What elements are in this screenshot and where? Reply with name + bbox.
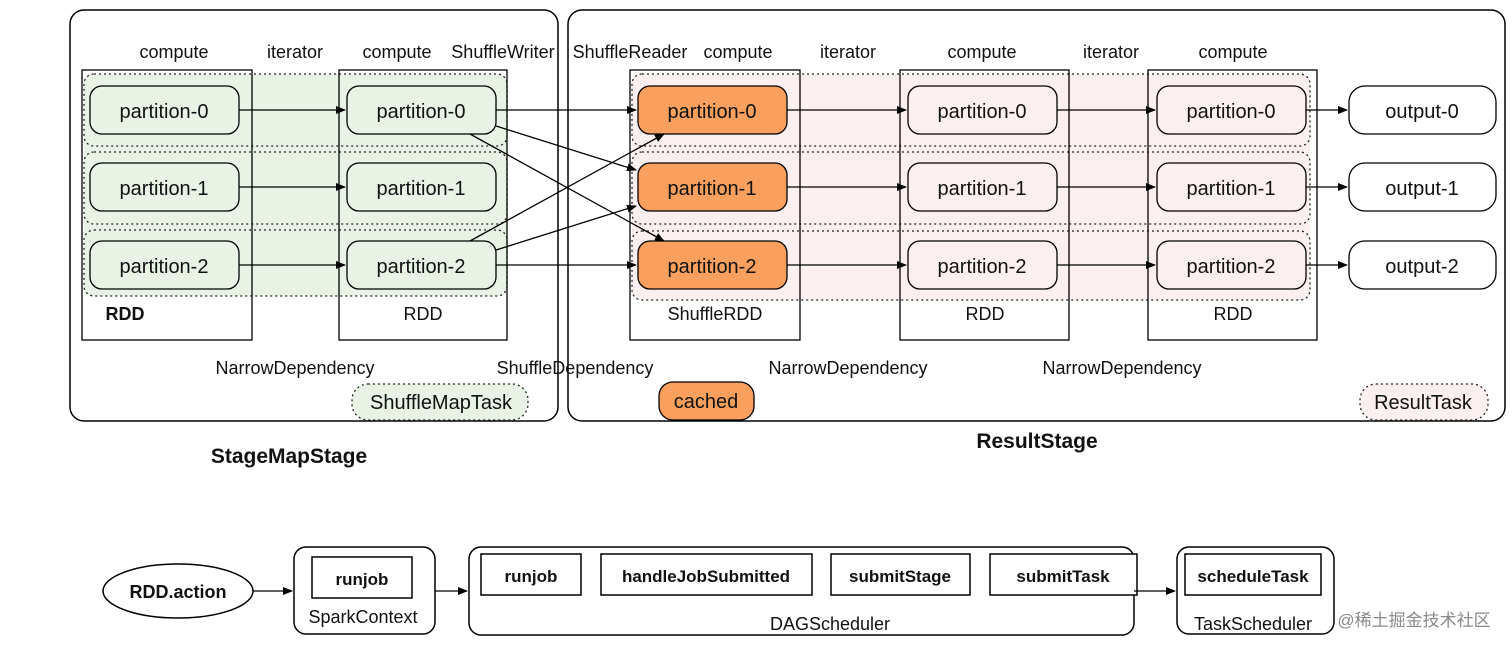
task-scheduler-schedule-task: scheduleTask bbox=[1197, 567, 1309, 586]
cached-badge: cached bbox=[658, 381, 755, 421]
row1-dotted-group bbox=[83, 151, 508, 225]
shuffle-dependency-label: ShuffleDependency bbox=[497, 358, 654, 378]
output-2: output-2 bbox=[1348, 240, 1497, 290]
shuffle-rdd-partition-0: partition-0 bbox=[637, 85, 788, 135]
narrow-dependency-1: NarrowDependency bbox=[215, 358, 374, 378]
rdd2-partition-2: partition-2 bbox=[346, 240, 497, 290]
result-row1-group bbox=[631, 151, 1311, 225]
dag-scheduler-label: DAGScheduler bbox=[770, 614, 890, 634]
rdd-action-node: RDD.action bbox=[102, 563, 254, 619]
stage-map-stage-box bbox=[69, 9, 559, 422]
rdd3-column bbox=[899, 69, 1070, 341]
svg-text:output-1: output-1 bbox=[1385, 178, 1458, 200]
svg-text:partition-1: partition-1 bbox=[1187, 178, 1276, 200]
svg-text:partition-0: partition-0 bbox=[1187, 101, 1276, 123]
dag-submit-task: submitTask bbox=[1016, 567, 1110, 586]
rdd3-partition-2: partition-2 bbox=[907, 240, 1058, 290]
task-scheduler-node: scheduleTask TaskScheduler bbox=[1176, 546, 1335, 635]
result-stage-box bbox=[567, 9, 1506, 422]
svg-text:partition-1: partition-1 bbox=[938, 178, 1027, 200]
task-scheduler-label: TaskScheduler bbox=[1194, 614, 1312, 634]
rdd4-partition-1: partition-1 bbox=[1156, 162, 1307, 212]
spark-context-label: SparkContext bbox=[308, 607, 417, 627]
svg-text:partition-1: partition-1 bbox=[120, 178, 209, 200]
col-label-compute-2: compute bbox=[362, 42, 431, 62]
svg-text:ShuffleMapTask: ShuffleMapTask bbox=[370, 392, 513, 414]
result-task-badge: ResultTask bbox=[1359, 383, 1489, 421]
col-label-iterator-1: iterator bbox=[267, 42, 323, 62]
rdd2-label: RDD bbox=[404, 304, 443, 324]
col-label-compute-3: compute bbox=[703, 42, 772, 62]
svg-text:output-0: output-0 bbox=[1385, 101, 1458, 123]
rdd2-partition-1: partition-1 bbox=[346, 162, 497, 212]
rdd1-partition-1: partition-1 bbox=[89, 162, 240, 212]
shuffle-rdd-partition-1: partition-1 bbox=[637, 162, 788, 212]
rdd4-column bbox=[1147, 69, 1318, 341]
svg-text:partition-2: partition-2 bbox=[1187, 256, 1276, 278]
shuffle-rdd-partition-2: partition-2 bbox=[637, 240, 788, 290]
svg-text:ResultTask: ResultTask bbox=[1374, 392, 1473, 414]
col-label-shuffle-writer: ShuffleWriter bbox=[451, 42, 554, 62]
svg-text:partition-2: partition-2 bbox=[668, 256, 757, 278]
output-0: output-0 bbox=[1348, 85, 1497, 135]
col-label-compute-4: compute bbox=[947, 42, 1016, 62]
rdd4-partition-2: partition-2 bbox=[1156, 240, 1307, 290]
stage-map-stage-title: StageMapStage bbox=[211, 445, 367, 468]
col-label-shuffle-reader: ShuffleReader bbox=[573, 42, 688, 62]
rdd3-partition-0: partition-0 bbox=[907, 85, 1058, 135]
svg-text:partition-0: partition-0 bbox=[668, 101, 757, 123]
rdd2-column bbox=[338, 69, 508, 341]
result-stage-title: ResultStage bbox=[976, 430, 1097, 453]
svg-text:partition-1: partition-1 bbox=[377, 178, 466, 200]
dag-submit-stage: submitStage bbox=[849, 567, 951, 586]
edge-shuffle-p0-p1 bbox=[495, 125, 637, 172]
spark-context-node: runjob SparkContext bbox=[293, 546, 436, 635]
rdd1-partition-0: partition-0 bbox=[89, 85, 240, 135]
col-label-compute-1: compute bbox=[139, 42, 208, 62]
svg-text:partition-2: partition-2 bbox=[938, 256, 1027, 278]
rdd4-partition-0: partition-0 bbox=[1156, 85, 1307, 135]
svg-text:partition-1: partition-1 bbox=[668, 178, 757, 200]
rdd4-label: RDD bbox=[1214, 304, 1253, 324]
edge-shuffle-p2-p0 bbox=[469, 133, 665, 242]
col-label-compute-5: compute bbox=[1198, 42, 1267, 62]
col-label-iterator-2: iterator bbox=[820, 42, 876, 62]
edge-shuffle-p2-p1 bbox=[495, 204, 637, 251]
row0-dotted-group bbox=[83, 73, 508, 147]
rdd1-partition-2: partition-2 bbox=[89, 240, 240, 290]
svg-text:partition-0: partition-0 bbox=[120, 101, 209, 123]
watermark-text: @稀土掘金技术社区 bbox=[1337, 611, 1490, 630]
rdd1-label: RDD bbox=[106, 304, 145, 324]
svg-text:partition-0: partition-0 bbox=[377, 101, 466, 123]
svg-text:cached: cached bbox=[674, 391, 739, 413]
dag-scheduler-node: runjob handleJobSubmitted submitStage su… bbox=[468, 546, 1138, 636]
narrow-dependency-3: NarrowDependency bbox=[1042, 358, 1201, 378]
rdd1-column bbox=[81, 69, 253, 341]
output-1: output-1 bbox=[1348, 162, 1497, 212]
narrow-dependency-2: NarrowDependency bbox=[768, 358, 927, 378]
dag-runjob: runjob bbox=[505, 567, 558, 586]
svg-text:RDD.action: RDD.action bbox=[129, 582, 226, 602]
shuffle-rdd-label: ShuffleRDD bbox=[668, 304, 763, 324]
svg-text:partition-0: partition-0 bbox=[938, 101, 1027, 123]
rdd3-label: RDD bbox=[966, 304, 1005, 324]
col-label-iterator-3: iterator bbox=[1083, 42, 1139, 62]
rdd2-partition-0: partition-0 bbox=[346, 85, 497, 135]
shuffle-map-task-badge: ShuffleMapTask bbox=[351, 383, 529, 421]
rdd3-partition-1: partition-1 bbox=[907, 162, 1058, 212]
svg-text:partition-2: partition-2 bbox=[120, 256, 209, 278]
svg-text:partition-2: partition-2 bbox=[377, 256, 466, 278]
dag-handle-job-submitted: handleJobSubmitted bbox=[622, 567, 790, 586]
spark-context-runjob: runjob bbox=[336, 570, 389, 589]
svg-text:output-2: output-2 bbox=[1385, 256, 1458, 278]
